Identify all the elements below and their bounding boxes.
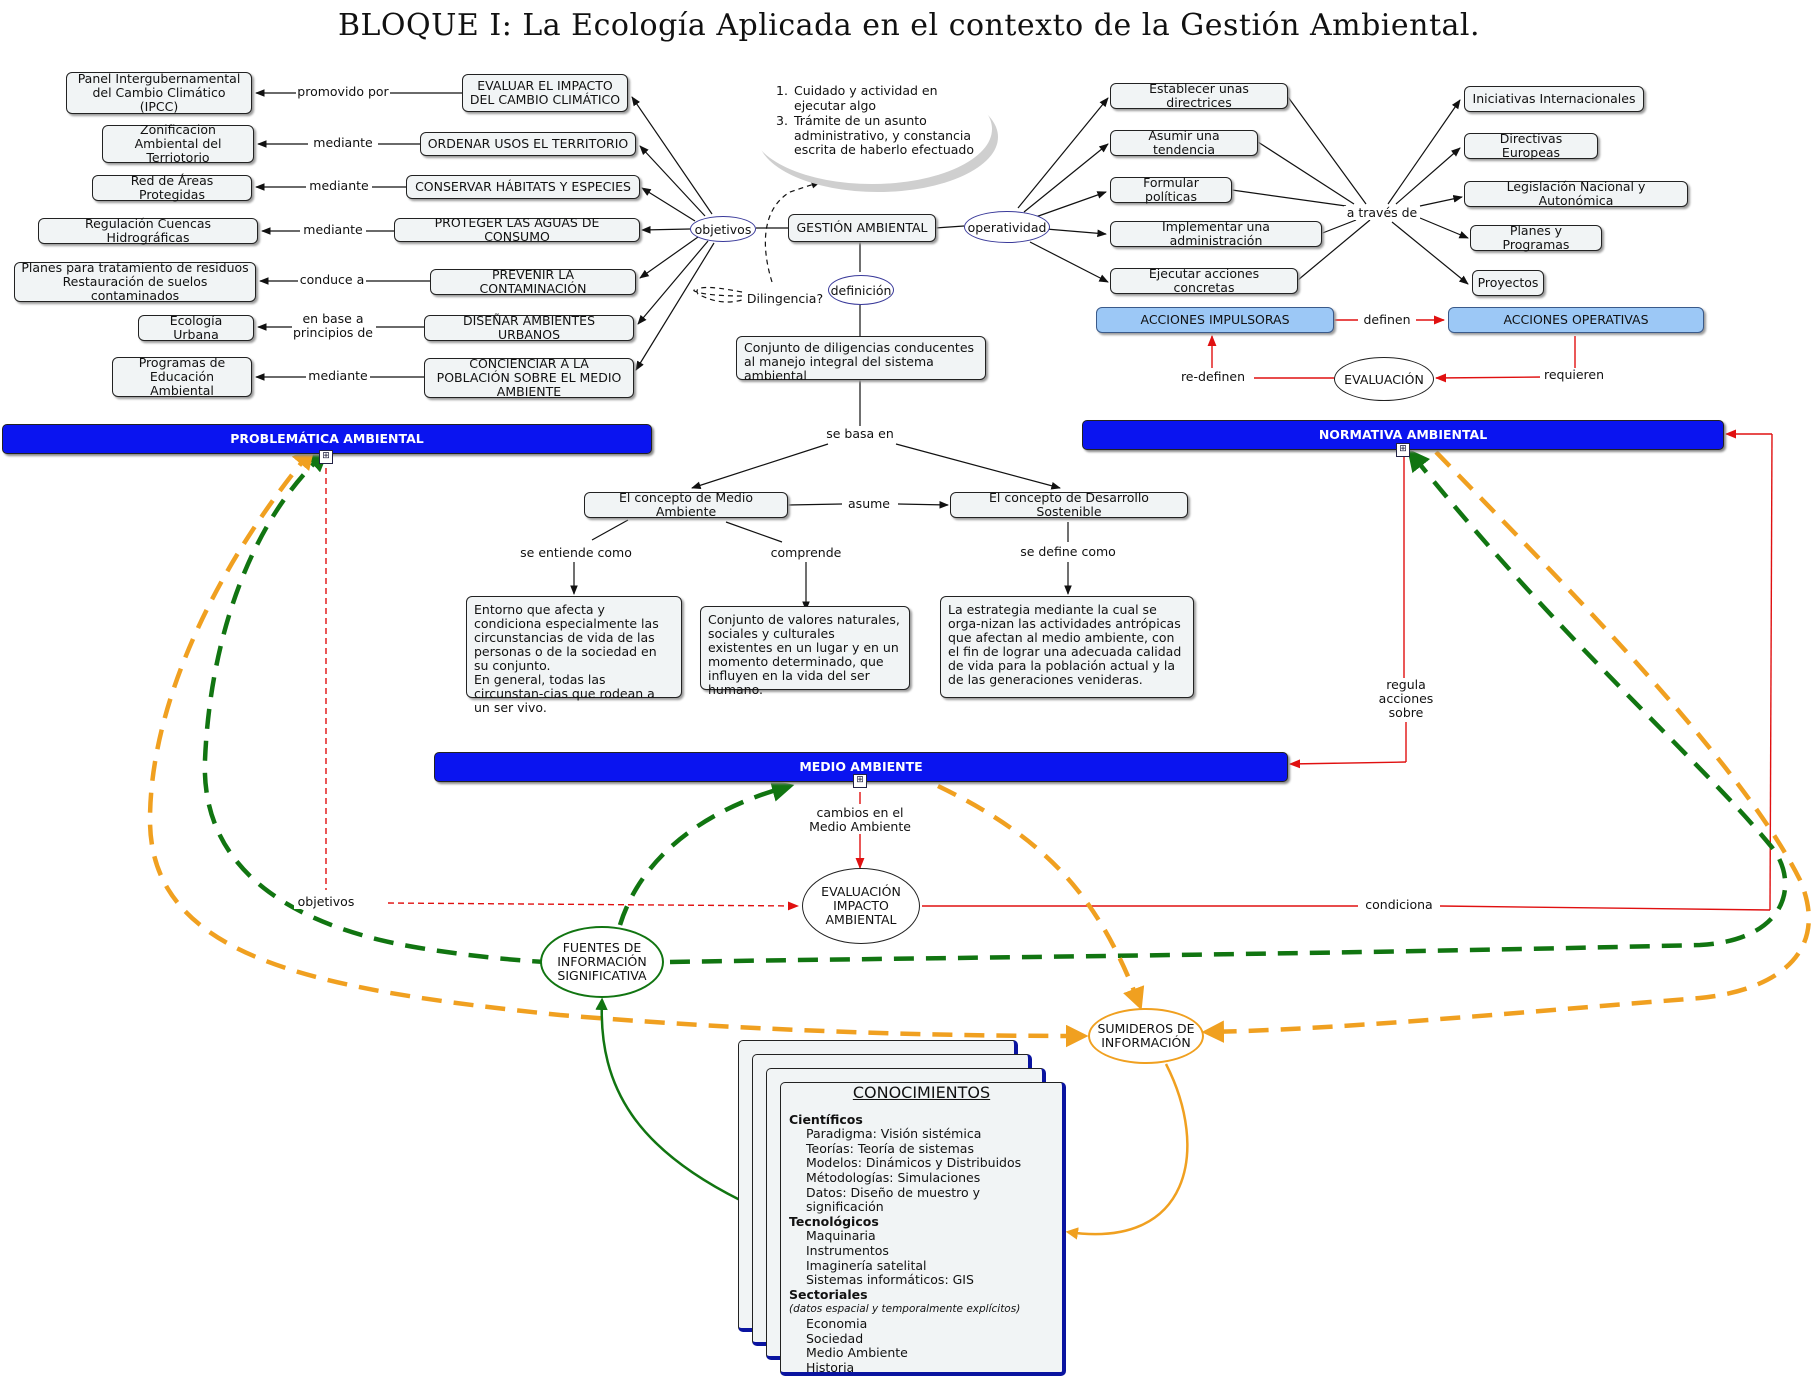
objective-prevenir-contaminacion[interactable]: PREVENIR LA CONTAMINACIÓN <box>430 268 636 296</box>
bar-problematica-ambiental[interactable]: PROBLEMÁTICA AMBIENTAL <box>2 424 652 454</box>
objective-disenar-ambientes[interactable]: DISEÑAR AMBIENTES URBANOS <box>424 314 634 342</box>
fuentes-informacion-node[interactable]: FUENTES DE INFORMACIÓN SIGNIFICATIVA <box>540 926 664 998</box>
definicion-conjunto[interactable]: Conjunto de diligencias conducentes al m… <box>736 336 986 383</box>
diligencia-cloud: 1. Cuidado y actividad en ejecutar algo … <box>752 74 992 184</box>
target-planes-residuos[interactable]: Planes para tratamiento de residuos Rest… <box>14 261 256 303</box>
link-label-conduce: conduce a <box>298 272 366 287</box>
medio-ambiente-expand-icon[interactable]: ⊞ <box>853 774 867 788</box>
regula-acciones-label: regula acciones sobre <box>1370 678 1442 720</box>
definition-estrategia[interactable]: La estrategia mediante la cual se orga-n… <box>940 596 1194 698</box>
cloud-item-3: Trámite de un asunto administrativo, y c… <box>794 113 974 157</box>
conocimientos-section-0: Científicos <box>789 1111 863 1127</box>
objective-conservar-habitats[interactable]: CONSERVAR HÁBITATS Y ESPECIES <box>406 175 640 199</box>
sumideros-informacion-node[interactable]: SUMIDEROS DE INFORMACIÓN <box>1088 1008 1204 1064</box>
target-zonificacion[interactable]: Zonificacion Ambiental del Terriotorio <box>102 123 254 165</box>
requieren-label: requieren <box>1540 368 1608 382</box>
asume-label: asume <box>842 497 896 511</box>
conocimientos-item: Medio Ambiente <box>806 1345 908 1361</box>
link-label-promovido: promovido por <box>296 84 390 99</box>
action-ejecutar[interactable]: Ejecutar acciones concretas <box>1110 267 1298 295</box>
action-establecer[interactable]: Establecer unas directrices <box>1110 82 1288 110</box>
objective-evaluar-impacto[interactable]: EVALUAR EL IMPACTO DEL CAMBIO CLIMÁTICO <box>462 74 628 112</box>
cloud-number-3: 3. <box>776 113 788 128</box>
definicion-node[interactable]: definición <box>828 275 894 305</box>
instrument-directivas[interactable]: Directivas Europeas <box>1464 132 1598 160</box>
concept-medio-ambiente[interactable]: El concepto de Medio Ambiente <box>584 491 788 519</box>
conocimientos-item: Datos: Diseño de muestro y significación <box>806 1184 981 1215</box>
conocimientos-item: Sistemas informáticos: GIS <box>806 1272 974 1288</box>
link-label-mediante-4: mediante <box>306 369 370 383</box>
conocimientos-section-note: (datos espacial y temporalmente explícit… <box>789 1303 1021 1316</box>
target-programas-educacion[interactable]: Programas de Educación Ambiental <box>112 356 252 398</box>
instrument-proyectos[interactable]: Proyectos <box>1472 270 1544 296</box>
instrument-planes[interactable]: Planes y Programas <box>1470 224 1602 252</box>
problematica-expand-icon[interactable]: ⊞ <box>319 450 333 464</box>
condiciona-label: condiciona <box>1358 898 1440 912</box>
objetivos-node[interactable]: objetivos <box>690 216 756 242</box>
link-label-mediante-2: mediante <box>306 179 372 193</box>
page-title: BLOQUE I: La Ecología Aplicada en el con… <box>337 8 1481 43</box>
objective-proteger-aguas[interactable]: PROTEGER LAS AGUAS DE CONSUMO <box>394 216 640 244</box>
redefinen-label: re-definen <box>1178 370 1248 384</box>
conocimientos-item: Sociedad <box>806 1330 864 1346</box>
se-define-como-label: se define como <box>1018 545 1118 559</box>
conocimientos-item: Teorías: Teoría de sistemas <box>806 1140 974 1156</box>
action-asumir[interactable]: Asumir una tendencia <box>1110 129 1258 157</box>
evaluacion-node[interactable]: EVALUACIÓN <box>1334 357 1434 401</box>
link-label-mediante-3: mediante <box>300 223 366 237</box>
comprende-label: comprende <box>766 546 846 560</box>
instrument-legislacion[interactable]: Legislación Nacional y Autonómica <box>1464 180 1688 208</box>
acciones-impulsoras[interactable]: ACCIONES IMPULSORAS <box>1096 307 1334 333</box>
acciones-operativas[interactable]: ACCIONES OPERATIVAS <box>1448 307 1704 333</box>
black-connectors <box>255 89 1469 611</box>
link-label-en-base-a: en base a principios de <box>292 311 374 340</box>
instrument-iniciativas[interactable]: Iniciativas Internacionales <box>1464 86 1644 112</box>
target-regulacion-cuencas[interactable]: Regulación Cuencas Hidrográficas <box>38 217 258 245</box>
cloud-item-1: Cuidado y actividad en ejecutar algo <box>794 83 938 113</box>
conocimientos-item: Maquinaria <box>806 1228 876 1244</box>
action-formular[interactable]: Formular políticas <box>1110 176 1232 204</box>
normativa-expand-icon[interactable]: ⊞ <box>1396 443 1410 457</box>
se-entiende-como-label: se entiende como <box>514 546 638 560</box>
definition-entorno[interactable]: Entorno que afecta y condiciona especial… <box>466 596 682 715</box>
target-red-areas[interactable]: Red de Áreas Protegidas <box>92 174 252 202</box>
conocimientos-item: Instrumentos <box>806 1242 889 1258</box>
action-implementar[interactable]: Implementar una administración <box>1110 220 1322 248</box>
conocimientos-section-2: Sectoriales <box>789 1286 868 1302</box>
conocimientos-item: Modelos: Dinámicos y Distribuidos <box>806 1155 1022 1171</box>
conocimientos-item: Métodologías: Simulaciones <box>806 1169 981 1185</box>
conocimientos-item: Economia <box>806 1315 868 1331</box>
conocimientos-item: Historia <box>806 1359 855 1375</box>
target-ecologia-urbana[interactable]: Ecología Urbana <box>138 314 254 342</box>
gestion-ambiental-node[interactable]: GESTIÓN AMBIENTAL <box>788 214 936 242</box>
operatividad-node[interactable]: operatividad <box>964 211 1050 243</box>
link-label-mediante-1: mediante <box>308 136 378 150</box>
cloud-number-1: 1. <box>776 83 788 98</box>
definen-label: definen <box>1358 313 1416 327</box>
se-basa-en-label: se basa en <box>822 427 898 441</box>
objective-ordenar-usos[interactable]: ORDENAR USOS EL TERRITORIO <box>420 132 636 156</box>
eia-node[interactable]: EVALUACIÓN IMPACTO AMBIENTAL <box>802 868 920 944</box>
concept-desarrollo-sostenible[interactable]: El concepto de Desarrollo Sostenible <box>950 491 1188 519</box>
definition-valores[interactable]: Conjunto de valores naturales, sociales … <box>700 606 910 697</box>
diligencia-label: Dilingencia? <box>742 292 828 306</box>
conocimientos-item: Paradigma: Visión sistémica <box>806 1126 982 1142</box>
conocimientos-section-1: Tecnológicos <box>789 1213 879 1229</box>
objective-concienciar[interactable]: CONCIENCIAR A LA POBLACIÓN SOBRE EL MEDI… <box>424 357 634 399</box>
objetivos-lower-label: objetivos <box>294 895 358 909</box>
cambios-label: cambios en el Medio Ambiente <box>808 805 912 834</box>
conocimientos-title: CONOCIMIENTOS <box>852 1083 991 1102</box>
a-traves-de-label: a través de <box>1344 206 1420 220</box>
conocimientos-item: Imaginería satelital <box>806 1257 927 1273</box>
target-ipcc[interactable]: Panel Intergubernamental del Cambio Clim… <box>66 72 252 114</box>
